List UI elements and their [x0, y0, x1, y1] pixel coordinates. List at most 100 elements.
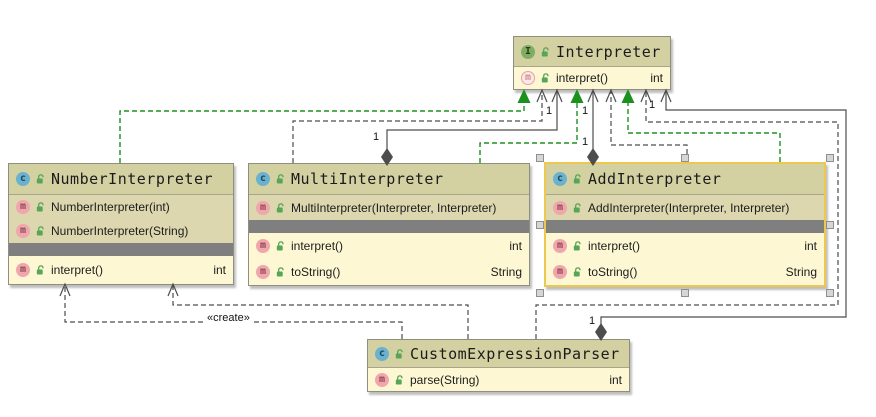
class-header-interpreter[interactable]: I Interpreter — [514, 37, 670, 67]
class-node-interpreter[interactable]: I Interpreter m interpret() int — [513, 36, 671, 90]
multiplicity-label: 1 — [546, 105, 553, 117]
class-title: NumberInterpreter — [51, 170, 214, 188]
public-lock-icon — [276, 174, 284, 184]
method-return-type: int — [509, 239, 522, 253]
method-icon: m — [553, 239, 567, 253]
constructor-name: NumberInterpreter(int) — [51, 200, 170, 214]
member-row-tostring[interactable]: m toString() String — [249, 259, 529, 285]
realization-edge-multi-to-interpreter[interactable] — [479, 103, 578, 163]
member-row-interpret[interactable]: m interpret() int — [249, 233, 529, 259]
class-node-multi-interpreter[interactable]: c MultiInterpreter m MultiInterpreter(In… — [248, 163, 530, 286]
selection-handle-top-right[interactable] — [826, 154, 834, 162]
method-icon: m — [256, 239, 270, 253]
member-row-interpret[interactable]: m interpret() int — [546, 233, 824, 259]
method-return-type: int — [650, 71, 663, 85]
member-row-parse[interactable]: m parse(String) int — [368, 368, 629, 391]
method-return-type: String — [490, 265, 522, 279]
method-name: interpret() — [291, 239, 344, 253]
method-return-type: int — [609, 372, 622, 387]
public-lock-icon — [276, 202, 284, 212]
method-icon: m — [256, 200, 270, 215]
open-arrowheads-number — [59, 282, 179, 297]
member-row-constructor-int[interactable]: m NumberInterpreter(int) — [9, 195, 233, 219]
constructor-name: NumberInterpreter(String) — [51, 224, 189, 238]
interface-icon: I — [521, 44, 535, 59]
class-header-number-interpreter[interactable]: c NumberInterpreter — [9, 164, 233, 195]
selection-handle-bottom-right[interactable] — [826, 289, 834, 297]
public-lock-icon — [573, 174, 581, 184]
member-row-interpret[interactable]: m interpret() int — [9, 256, 233, 284]
class-header-add-interpreter[interactable]: c AddInterpreter — [546, 164, 824, 195]
method-icon: m — [375, 372, 389, 387]
public-lock-icon — [36, 202, 44, 212]
class-header-parser[interactable]: c CustomExpressionParser — [368, 340, 629, 368]
method-icon: m — [553, 200, 567, 215]
method-name: interpret() — [588, 239, 641, 253]
class-icon: c — [256, 172, 270, 186]
method-name: toString() — [588, 265, 638, 279]
method-name: parse(String) — [410, 372, 480, 387]
multiplicity-label: 1 — [582, 105, 589, 117]
section-separator — [9, 243, 233, 256]
public-lock-icon — [395, 348, 403, 358]
class-icon: c — [375, 346, 389, 361]
method-return-type: int — [804, 239, 817, 253]
public-lock-icon — [276, 241, 284, 251]
method-icon: m — [16, 200, 30, 214]
realization-arrowhead — [570, 89, 584, 103]
public-lock-icon — [573, 267, 581, 277]
public-lock-icon — [395, 374, 403, 384]
section-separator — [249, 220, 529, 233]
selection-handle-bottom-left[interactable] — [536, 289, 544, 297]
method-return-type: int — [213, 263, 226, 277]
class-node-number-interpreter[interactable]: c NumberInterpreter m NumberInterpreter(… — [8, 163, 234, 285]
public-lock-icon — [276, 267, 284, 277]
aggregation-edge-multi-to-interpreter[interactable] — [386, 91, 558, 150]
class-icon: c — [16, 172, 30, 186]
public-lock-icon — [541, 46, 549, 56]
selection-handle-mid-left[interactable] — [536, 221, 544, 229]
class-title: CustomExpressionParser — [410, 344, 620, 363]
member-row-interpret[interactable]: m interpret() int — [514, 67, 670, 89]
public-lock-icon — [36, 226, 44, 236]
method-icon: m — [16, 263, 30, 277]
selection-handle-bottom-center[interactable] — [681, 289, 689, 297]
constructor-name: AddInterpreter(Interpreter, Interpreter) — [588, 200, 790, 215]
section-separator — [546, 220, 824, 233]
method-return-type: String — [785, 265, 817, 279]
method-name: toString() — [291, 265, 341, 279]
public-lock-icon — [573, 241, 581, 251]
dependency-edge-multi-to-interpreter[interactable] — [292, 91, 543, 163]
abstract-method-icon: m — [521, 71, 535, 85]
selection-handle-top-left[interactable] — [536, 154, 544, 162]
method-icon: m — [16, 224, 30, 238]
public-lock-icon — [541, 73, 549, 83]
multiplicity-label: 1 — [649, 99, 656, 111]
member-row-tostring[interactable]: m toString() String — [546, 259, 824, 285]
member-row-constructor[interactable]: m MultiInterpreter(Interpreter, Interpre… — [249, 195, 529, 220]
class-icon: c — [553, 172, 567, 186]
public-lock-icon — [36, 174, 44, 184]
realization-edge-add-to-interpreter[interactable] — [627, 103, 781, 162]
realization-edge-number-to-interpreter[interactable] — [119, 103, 525, 163]
class-node-custom-expression-parser[interactable]: c CustomExpressionParser m parse(String)… — [367, 339, 630, 392]
method-icon: m — [553, 265, 567, 279]
class-node-add-interpreter[interactable]: c AddInterpreter m AddInterpreter(Interp… — [544, 162, 826, 287]
public-lock-icon — [36, 265, 44, 275]
create-stereotype-label: «create» — [204, 313, 253, 324]
public-lock-icon — [573, 202, 581, 212]
realization-arrowhead — [621, 89, 635, 103]
selection-handle-top-center[interactable] — [681, 154, 689, 162]
multiplicity-label: 1 — [589, 315, 596, 327]
class-header-multi-interpreter[interactable]: c MultiInterpreter — [249, 164, 529, 195]
constructor-name: MultiInterpreter(Interpreter, Interprete… — [291, 200, 497, 215]
multiplicity-label: 1 — [373, 131, 380, 143]
member-row-constructor[interactable]: m AddInterpreter(Interpreter, Interprete… — [546, 195, 824, 220]
method-name: interpret() — [556, 71, 609, 85]
realization-arrowhead — [517, 89, 531, 103]
class-title: Interpreter — [556, 42, 661, 61]
member-row-constructor-string[interactable]: m NumberInterpreter(String) — [9, 219, 233, 243]
selection-handle-mid-right[interactable] — [826, 221, 834, 229]
multiplicity-label: 1 — [582, 136, 589, 148]
